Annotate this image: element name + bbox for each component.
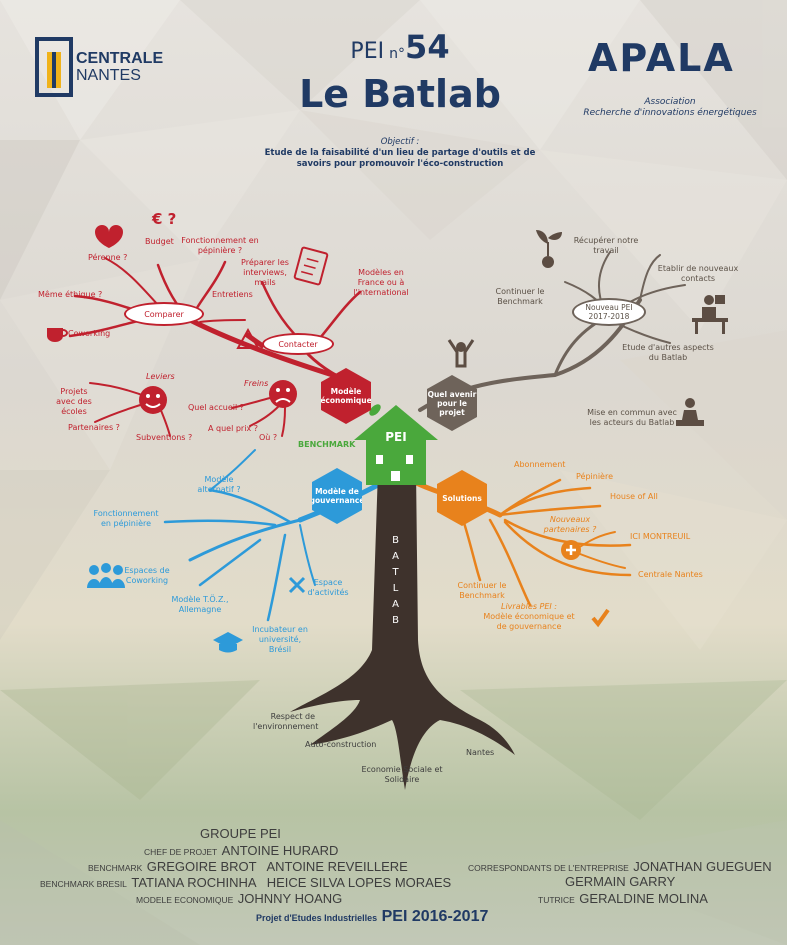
node-modele-economique: Modèle économique	[321, 368, 371, 424]
tree-trunk	[290, 470, 515, 790]
objective-block: Objectif : Etude de la faisabilité d'un …	[264, 137, 536, 169]
label-meme-ethique: Même éthique ?	[38, 290, 103, 299]
label-economie: Economie Sociale et Solidaire	[361, 765, 443, 784]
label-abonnement: Abonnement	[514, 460, 566, 469]
label-preparer: Préparer les interviews, mails	[241, 258, 289, 287]
label-mise-en-commun: Mise en commun avec les acteurs du Batla…	[587, 408, 677, 427]
sad-face-icon	[269, 380, 297, 408]
heart-icon	[95, 225, 123, 248]
pei-house-label: PEI	[385, 430, 407, 444]
label-continuer-benchmark-gray: Continuer le Benchmark	[495, 287, 545, 306]
label-ici-montreuil: ICI MONTREUIL	[630, 532, 691, 541]
label-espace-activites: Espace d'activités	[307, 578, 349, 597]
group-people-icon	[87, 563, 125, 588]
team-correspondant-2: GERMAIN GARRY	[565, 874, 676, 889]
node-nouveau-pei: Nouveau PEI 2017-2018	[572, 298, 646, 326]
label-modele-toz: Modèle T.Ö.Z., Allemagne	[171, 595, 229, 614]
label-modeles-france: Modèles en France ou à l'international	[353, 268, 409, 297]
label-subventions: Subventions ?	[136, 433, 193, 442]
label-nantes: Nantes	[466, 748, 495, 757]
label-coworking: Coworking	[68, 329, 111, 338]
label-fonctionnement-pepiniere-blue: Fonctionnement en pépinière	[93, 509, 159, 528]
label-projets-ecoles: Projets avec des écoles	[56, 387, 92, 416]
label-continuer-benchmark-orange: Continuer le Benchmark	[457, 581, 507, 600]
label-etablir: Etablir de nouveaux contacts	[657, 264, 739, 283]
team-benchmark: BENCHMARK GREGOIRE BROT ANTOINE REVEILLE…	[88, 859, 408, 874]
pei-number-heading: PEI n°54	[350, 28, 450, 66]
team-benchmark-bresil: BENCHMARK BRESIL TATIANA ROCHINHA HEICE …	[40, 875, 452, 890]
leaf-icon	[369, 404, 381, 416]
label-perenne: Pérenne ?	[88, 253, 128, 262]
label-modele-alternatif: Modèle alternatif ?	[197, 475, 241, 494]
label-auto-construction: Auto-construction	[305, 740, 377, 749]
label-quel-accueil: Quel accueil ?	[188, 403, 244, 412]
label-recuperer: Récupérer notre travail	[573, 236, 639, 255]
label-espaces-coworking: Espaces de Coworking	[124, 566, 170, 585]
plus-circle-icon	[561, 540, 581, 560]
pei-house	[354, 405, 438, 485]
benchmark-label: BENCHMARK	[298, 440, 356, 449]
label-budget: Budget	[145, 237, 174, 246]
trunk-batlab-text: B A T L A B	[392, 535, 400, 626]
euro-label: € ?	[152, 210, 177, 228]
label-house-of-all: House of All	[610, 492, 658, 501]
node-contacter: Contacter	[262, 333, 334, 355]
label-incubateur: Incubateur en université, Brésil	[252, 625, 308, 654]
team-chef: CHEF DE PROJET ANTOINE HURARD	[144, 843, 339, 858]
node-comparer: Comparer	[124, 302, 204, 326]
page-title: Le Batlab	[299, 72, 501, 116]
cheering-person-icon	[447, 339, 475, 368]
warning-pencil-icon	[236, 327, 266, 349]
checklist-icon	[293, 246, 329, 286]
centrale-logo-mark	[35, 37, 73, 97]
label-centrale-nantes: Centrale Nantes	[638, 570, 703, 579]
team-tutrice: TUTRICE GERALDINE MOLINA	[538, 891, 708, 906]
team-correspondants: CORRESPONDANTS DE L'ENTREPRISE JONATHAN …	[468, 859, 772, 874]
coffee-cup-icon	[47, 328, 68, 342]
association-subtitle: Association Recherche d'innovations éner…	[583, 97, 757, 118]
label-livrables: Livrables PEI : Modèle économique et de …	[483, 602, 575, 631]
label-partenaires: Partenaires ?	[68, 423, 120, 432]
label-pepiniere: Pépinière	[576, 472, 614, 481]
label-entretiens: Entretiens	[212, 290, 253, 299]
graduation-cap-icon	[213, 632, 243, 653]
label-a-quel-prix: A quel prix ?	[208, 424, 258, 433]
label-leviers: Leviers	[146, 372, 175, 381]
team-heading: GROUPE PEI	[200, 826, 281, 841]
meditating-person-icon	[676, 398, 704, 426]
tools-icon	[288, 576, 306, 594]
label-ou: Où ?	[259, 433, 278, 442]
label-nouveaux-partenaires: Nouveaux partenaires ?	[543, 515, 597, 534]
apala-logo: APALA	[588, 36, 735, 80]
checkmark-icon	[591, 608, 610, 628]
footer-line: Projet d'Etudes Industrielles PEI 2016-2…	[256, 908, 489, 925]
person-desk-icon	[692, 295, 728, 334]
blue-branches	[163, 449, 381, 622]
label-respect: Respect de l'environnement	[253, 712, 319, 731]
centrale-logo-text: CENTRALE NANTES	[76, 50, 164, 84]
plant-icon	[536, 230, 562, 268]
team-modele: MODELE ECONOMIQUE JOHNNY HOANG	[136, 891, 343, 906]
label-etude-aspects: Etude d'autres aspects du Batlab	[622, 343, 714, 362]
label-fonctionnement-pepiniere: Fonctionnement en pépinière ?	[181, 236, 259, 255]
happy-face-icon	[139, 386, 167, 414]
node-quel-avenir: Quel avenir pour le projet	[427, 375, 477, 431]
label-freins: Freins	[244, 379, 269, 388]
